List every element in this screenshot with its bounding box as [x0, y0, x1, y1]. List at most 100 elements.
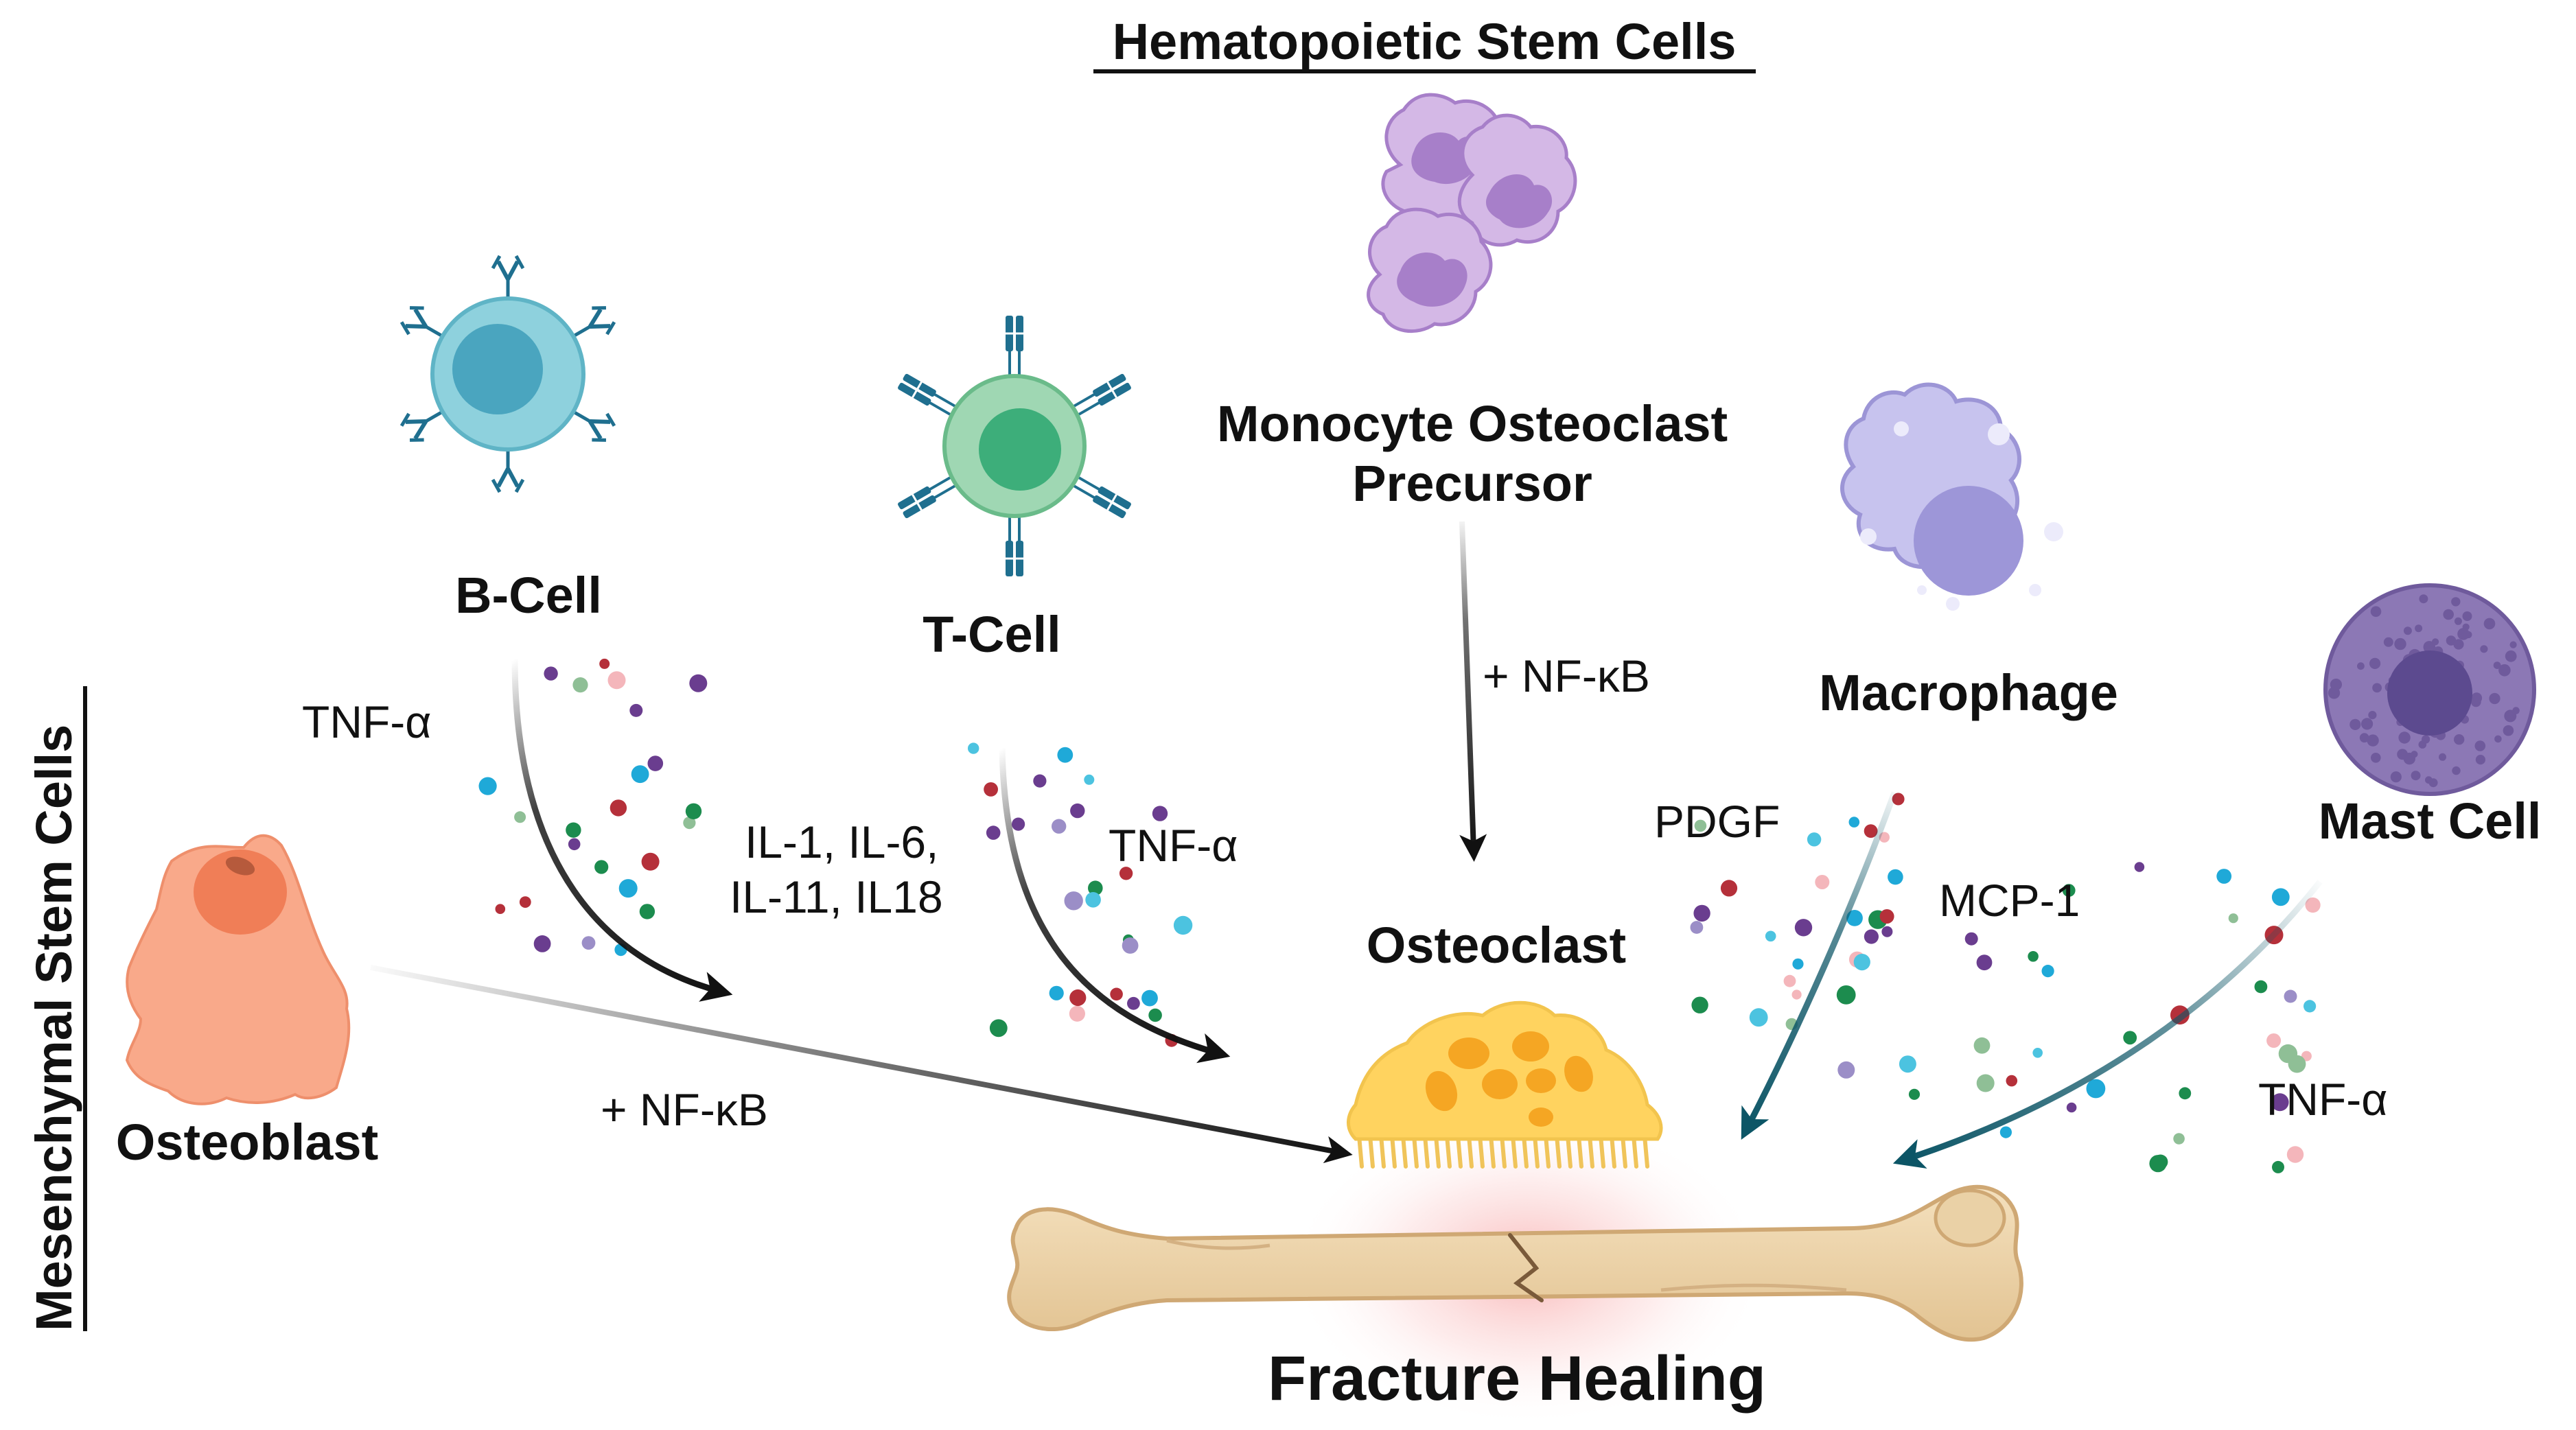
cytokine-dot — [1110, 987, 1123, 1001]
cytokine-dot — [639, 904, 655, 919]
mesenchymal-heading-group: Mesenchymal Stem Cells — [25, 686, 87, 1331]
tnf-alpha-tcell-label: TNF-α — [1109, 820, 1238, 871]
t-cell-arrow — [999, 747, 1231, 1064]
macrophage-arrow — [1741, 791, 1898, 1140]
cytokine-dot — [2123, 1031, 2137, 1045]
cytokine-dot — [1069, 989, 1087, 1007]
cytokine-dot — [1792, 958, 1804, 970]
cytokine-dot — [2006, 1075, 2018, 1087]
cytokine-dot — [544, 666, 558, 681]
cytokine-dot — [1837, 1061, 1855, 1079]
cytokine-dot — [1085, 892, 1101, 908]
cytokine-dot — [618, 879, 638, 898]
cytokine-dot — [2304, 1000, 2317, 1013]
cytokine-dot — [1791, 989, 1802, 1000]
cytokine-dot — [594, 860, 609, 874]
macrophage-cytokine-particles — [1690, 793, 1921, 1100]
cytokine-dot — [1794, 919, 1813, 937]
cytokine-dot — [2228, 913, 2238, 924]
osteoblast-icon — [125, 834, 351, 1105]
cytokine-dot — [1853, 954, 1870, 971]
cytokine-dot — [989, 1019, 1008, 1038]
t-cell-label: T-Cell — [923, 606, 1060, 663]
cytokine-dot — [2216, 869, 2232, 884]
monocyte-label-line2: Precursor — [1352, 455, 1592, 512]
mast-cell-arrow — [1892, 880, 2323, 1169]
cytokine-dot — [2284, 989, 2297, 1003]
cytokine-dot — [1064, 891, 1083, 911]
cytokine-dot — [610, 799, 627, 817]
hematopoietic-heading: Hematopoietic Stem Cells — [1113, 13, 1737, 70]
cytokine-dot — [1049, 985, 1064, 1000]
cytokine-dot — [1088, 880, 1103, 895]
cytokine-dot — [1693, 904, 1710, 922]
mesenchymal-heading: Mesenchymal Stem Cells — [25, 725, 82, 1331]
cytokine-dot — [1879, 909, 1894, 924]
cytokine-dot — [1976, 954, 1993, 971]
cytokine-dot — [2286, 1146, 2304, 1163]
b-cell-arrow — [511, 658, 733, 1002]
cytokine-dot — [2271, 888, 2290, 906]
cytokine-dot — [1765, 930, 1776, 942]
cytokine-dot — [2288, 1055, 2306, 1073]
nfkb-osteoblast-label: + NF-κB — [601, 1084, 768, 1135]
mcp1-label: MCP-1 — [1939, 875, 2080, 926]
cytokine-dot — [2134, 862, 2145, 872]
cytokine-dot — [607, 671, 626, 690]
cytokine-dot — [2153, 1154, 2168, 1170]
monocyte-label-line1: Monocyte Osteoclast — [1217, 395, 1728, 452]
interleukins-label-line2: IL-11, IL18 — [730, 871, 943, 922]
cytokine-dot — [2179, 1087, 2192, 1100]
fracture-healing-title: Fracture Healing — [1268, 1344, 1766, 1414]
cytokine-dot — [631, 765, 649, 784]
cytokine-dot — [1999, 1126, 2012, 1138]
cytokine-dot — [1119, 867, 1133, 880]
femur-bone-icon — [1007, 1184, 2023, 1342]
cytokine-dot — [1152, 806, 1168, 821]
cytokine-dot — [2066, 1102, 2077, 1113]
cytokine-dot — [2041, 965, 2054, 978]
cytokine-dot — [1964, 932, 1978, 946]
cytokine-dot — [1173, 915, 1193, 935]
cytokine-dot — [1694, 819, 1707, 832]
monocyte-precursor-icon — [1367, 93, 1577, 333]
cytokine-dot — [647, 755, 664, 771]
pdgf-label: PDGF — [1654, 796, 1780, 847]
cytokine-dot — [968, 742, 979, 754]
cytokine-dot — [572, 677, 588, 693]
cytokine-dot — [1864, 929, 1879, 944]
cytokine-dot — [1127, 996, 1140, 1010]
tnf-alpha-mast-label: TNF-α — [2258, 1074, 2387, 1125]
cytokine-dot — [1881, 926, 1893, 937]
cytokine-dot — [1846, 910, 1863, 926]
cytokine-dot — [1070, 803, 1085, 819]
cytokine-dot — [1057, 747, 1074, 763]
cytokine-dot — [1973, 1037, 1991, 1054]
cytokine-dot — [1836, 985, 1856, 1005]
cytokine-dot — [1807, 832, 1822, 847]
nfkb-monocyte-label: + NF-κB — [1483, 650, 1650, 701]
mast-cell-label: Mast Cell — [2319, 793, 2542, 849]
cytokine-dot — [533, 935, 551, 952]
cytokine-dot — [2272, 1160, 2284, 1173]
cytokine-dot — [986, 825, 1001, 840]
cytokine-dot — [1122, 937, 1139, 954]
cytokine-dot — [683, 817, 696, 830]
t-cell-icon — [895, 314, 1134, 578]
cytokine-dot — [1052, 819, 1067, 834]
cytokine-dot — [1033, 774, 1047, 788]
cytokine-dot — [2266, 1033, 2282, 1048]
macrophage-label: Macrophage — [1819, 664, 2118, 721]
cytokine-dot — [1888, 869, 1903, 885]
cytokine-dot — [1848, 817, 1860, 828]
cytokine-dot — [2032, 1048, 2043, 1058]
cytokine-dot — [2271, 1093, 2289, 1112]
mast-cell-icon — [2323, 583, 2536, 796]
cytokine-dot — [1899, 1055, 1916, 1073]
cytokine-dot — [2086, 1079, 2106, 1099]
osteoblast-arrow — [370, 965, 1353, 1164]
b-cell-label: B-Cell — [455, 567, 602, 624]
cytokine-dot — [1148, 1008, 1162, 1022]
cytokine-dot — [1908, 1088, 1921, 1100]
